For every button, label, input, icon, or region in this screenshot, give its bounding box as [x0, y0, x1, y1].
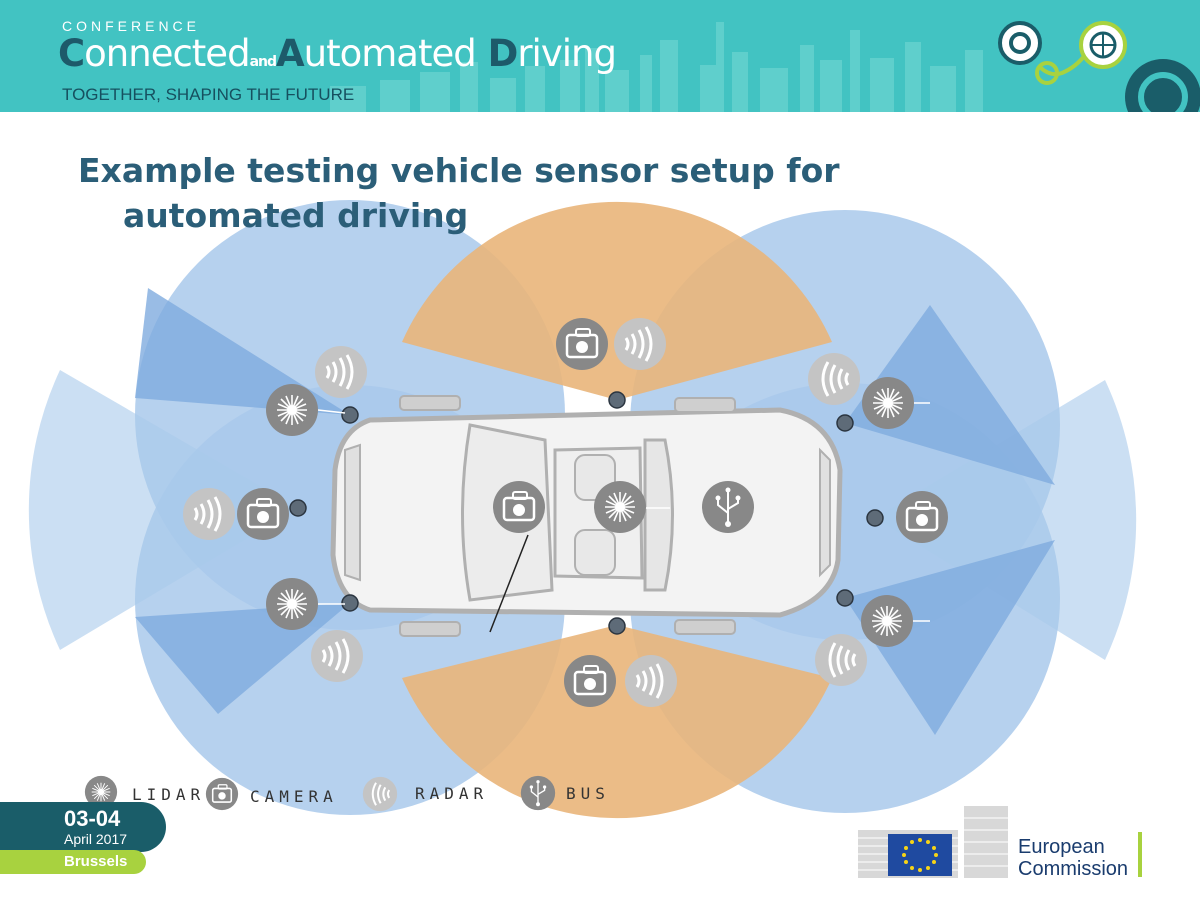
legend-radar-label: RADAR — [415, 784, 489, 803]
radar-icon — [813, 632, 869, 688]
camera-icon — [491, 479, 547, 535]
radar-icon — [806, 351, 862, 407]
radar-zone-rear-left — [135, 603, 350, 714]
radar-icon — [181, 486, 237, 542]
conference-tagline: TOGETHER, SHAPING THE FUTURE — [62, 85, 355, 104]
mount-point — [341, 594, 359, 612]
radar-icon — [309, 628, 365, 684]
lidar-icon — [860, 594, 914, 648]
camera-zone-left — [28, 370, 299, 650]
european-commission-logo — [858, 806, 1142, 878]
city-skyline-graphic — [330, 22, 983, 112]
radar-icon — [612, 316, 668, 372]
bus-icon — [701, 480, 755, 534]
mount-point — [289, 499, 307, 517]
sensor-connector-lines — [317, 402, 930, 622]
camera-icon — [235, 486, 291, 542]
mount-point — [341, 406, 359, 424]
legend-lidar-label: LIDAR — [132, 785, 206, 804]
legend-bus-label: BUS — [566, 784, 610, 803]
gear-icon — [998, 21, 1042, 65]
org-name-line1: European — [1018, 836, 1105, 858]
org-name-line2: Commission — [1018, 858, 1129, 880]
conference-header: CONFERENCE ConnectedandAutomated Driving… — [0, 0, 1200, 112]
mount-point — [608, 391, 626, 409]
legend-radar-icon — [361, 775, 399, 813]
event-city: Brussels — [64, 853, 128, 870]
mount-point — [836, 589, 854, 607]
event-date: 03-04 — [64, 806, 121, 831]
radar-icon — [313, 344, 369, 400]
radar-zone-rear-right — [845, 540, 1055, 735]
lidar-icon — [861, 376, 915, 430]
conference-logo-icons — [998, 21, 1200, 112]
date-badge — [0, 802, 166, 852]
lidar-icon — [593, 480, 647, 534]
lidar-icon — [265, 577, 319, 631]
camera-coverage-zones — [28, 201, 1137, 819]
mount-point — [608, 617, 626, 635]
legend-bus-icon — [520, 775, 556, 811]
camera-zone-right — [875, 380, 1137, 660]
sensor-mount-points — [289, 391, 884, 635]
camera-icon — [894, 489, 950, 545]
radar-zone-front-left — [135, 288, 350, 415]
legend-camera-label: CAMERA — [250, 787, 338, 806]
city-badge — [0, 850, 146, 874]
event-month: April 2017 — [64, 831, 128, 847]
mount-point — [866, 509, 884, 527]
legend-camera-icon — [205, 777, 239, 811]
eu-stars — [902, 838, 938, 872]
antenna-wire — [489, 534, 529, 633]
mount-point — [836, 414, 854, 432]
radar-coverage-zones — [135, 288, 1055, 735]
car-top-view — [330, 395, 843, 637]
camera-zone-top — [402, 201, 832, 400]
conference-label: CONFERENCE — [62, 18, 201, 34]
lidar-icon — [265, 383, 319, 437]
camera-icon — [562, 653, 618, 709]
conference-title: ConnectedandAutomated Driving — [58, 32, 617, 75]
slide-title: Example testing vehicle sensor setup for… — [78, 151, 840, 235]
radar-zone-front-right — [845, 305, 1055, 485]
radar-icon — [623, 653, 679, 709]
camera-icon — [554, 316, 610, 372]
camera-zone-bottom — [402, 625, 832, 819]
